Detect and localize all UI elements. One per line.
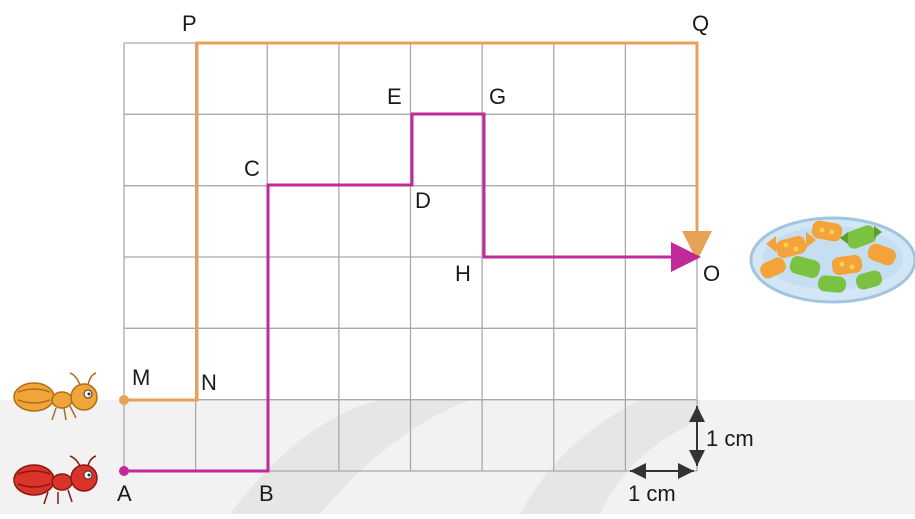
magenta-path: [124, 112, 701, 473]
label-d: D: [415, 188, 431, 213]
label-p: P: [182, 11, 197, 36]
vertical-scale-label: 1 cm: [706, 426, 754, 451]
label-n: N: [201, 370, 217, 395]
start-point-m: [119, 395, 129, 405]
label-h: H: [455, 261, 471, 286]
label-a: A: [117, 481, 132, 506]
orange-path: [124, 41, 712, 402]
orange-ant-icon: [13, 372, 98, 421]
watermark-shape: [520, 400, 700, 514]
horizontal-scale-label: 1 cm: [628, 481, 676, 506]
candy-plate-icon: [749, 216, 915, 304]
label-b: B: [259, 481, 274, 506]
red-ant-icon: [13, 455, 98, 505]
label-g: G: [489, 84, 507, 109]
watermark-band: [0, 400, 915, 514]
label-q: Q: [692, 11, 710, 36]
label-o: O: [703, 261, 721, 286]
label-c: C: [244, 156, 260, 181]
label-e: E: [387, 84, 402, 109]
start-point-a: [119, 466, 129, 476]
label-m: M: [132, 365, 151, 390]
